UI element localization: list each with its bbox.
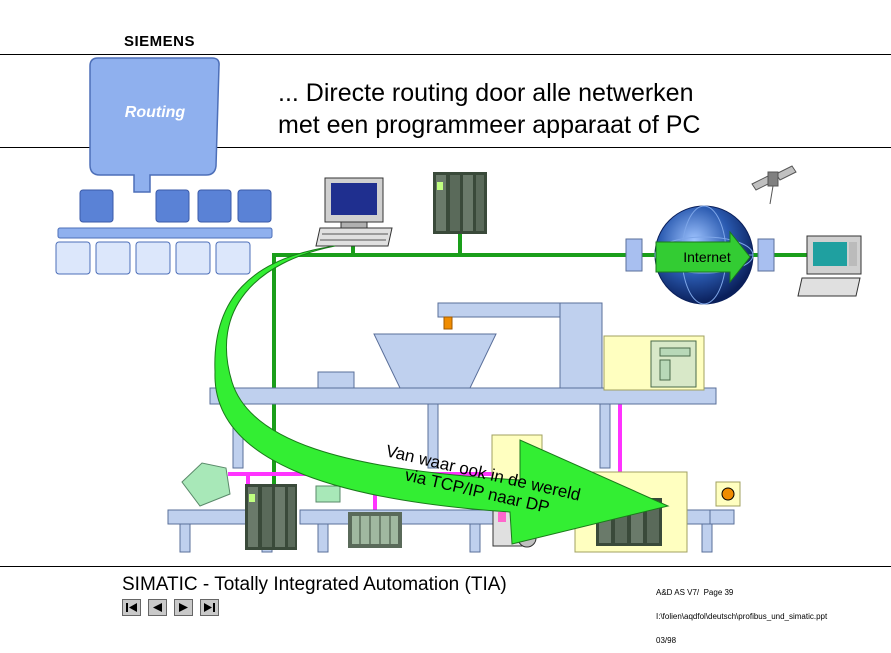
gateway-right-icon [757, 238, 775, 272]
satellite-icon [751, 165, 797, 205]
remote-pc-icon [797, 235, 862, 297]
network-diagram: Van waar ook in de wereld via TCP/IP naa… [55, 57, 862, 553]
nav-last-button[interactable] [200, 599, 219, 616]
routing-bubble [89, 57, 220, 193]
slide-title-line-2: met een programmeer apparaat of PC [278, 111, 701, 139]
internet-label: Internet [683, 249, 731, 265]
gateway-left-icon [625, 238, 643, 272]
tree-branch-4 [237, 189, 272, 223]
triangle-right-icon [179, 603, 188, 612]
footer-title: SIMATIC - Totally Integrated Automation … [122, 574, 507, 595]
tree-branch-3 [197, 189, 232, 223]
et200-module [348, 512, 402, 548]
footer-meta-page: A&D AS V7/ Page 39 [656, 588, 734, 597]
footer-meta-path: I:\folien\aqdfol\deutsch\profibus_und_si… [656, 612, 828, 621]
nav-previous-button[interactable] [148, 599, 167, 616]
footer-rule [0, 566, 891, 567]
tree-leaf-3 [135, 241, 171, 275]
triangle-left-icon [153, 603, 162, 612]
header-rule-top [0, 54, 891, 55]
siemens-logo: SIEMENS [124, 33, 196, 50]
tree-leaf-2 [95, 241, 131, 275]
routing-label: Routing [124, 104, 186, 121]
tree-branch-2 [155, 189, 190, 223]
tree-leaf-4 [175, 241, 211, 275]
plc-rack-top [433, 172, 487, 234]
footer-meta: A&D AS V7/ Page 39 I:\folien\aqdfol\deut… [656, 573, 827, 653]
skip-back-icon [126, 603, 137, 612]
tree-branch-1 [79, 189, 114, 223]
footer-meta-date: 03/98 [656, 636, 677, 645]
pc-workstation-icon [315, 177, 393, 247]
tree-leaf-1 [55, 241, 91, 275]
plc-rack-left [245, 484, 297, 550]
nav-next-button[interactable] [174, 599, 193, 616]
tree-connector-bar [57, 227, 273, 239]
internet-globe-icon [654, 205, 754, 305]
routing-arrow [214, 245, 670, 545]
skip-forward-icon [204, 603, 215, 612]
tree-leaf-5 [215, 241, 251, 275]
nav-first-button[interactable] [122, 599, 141, 616]
slide-title: ... Directe routing door alle netwerken … [278, 77, 798, 141]
header-rule-bottom [0, 147, 891, 148]
slide-title-line-1: ... Directe routing door alle netwerken [278, 79, 694, 107]
routing-tree [55, 57, 273, 275]
